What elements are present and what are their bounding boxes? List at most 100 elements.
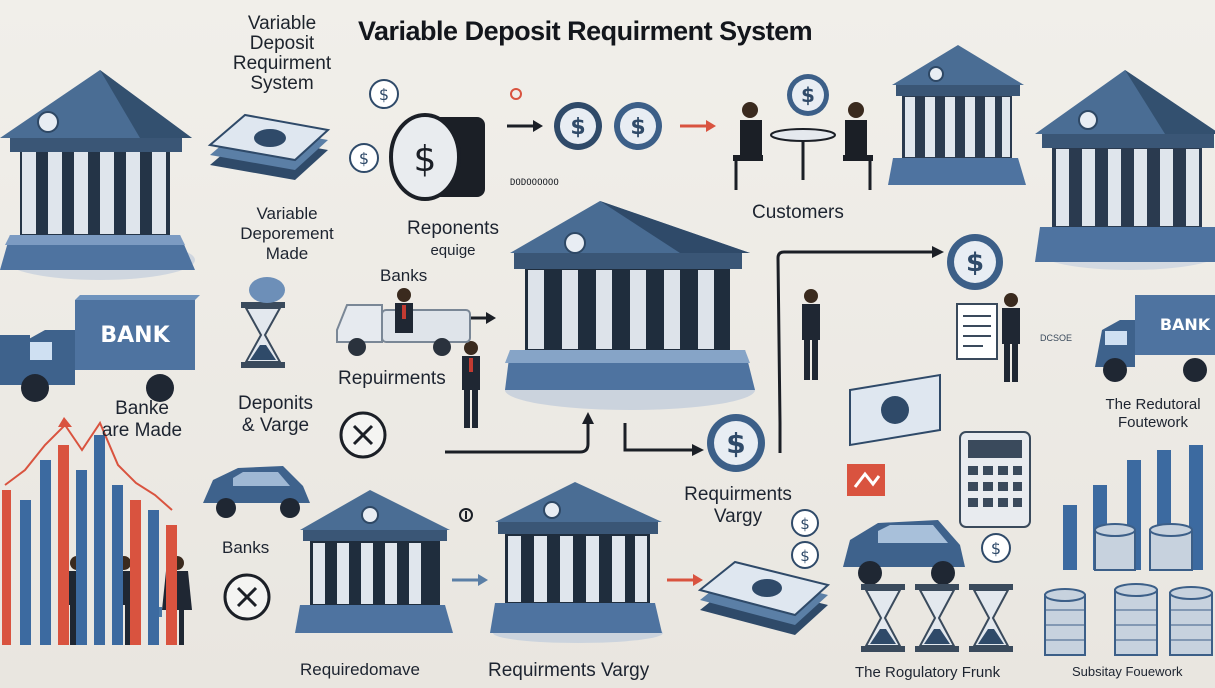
bank-building-icon — [1035, 70, 1215, 270]
person-icon — [1002, 293, 1020, 382]
dollar-coin-icon: $ — [787, 74, 829, 116]
label-banks-low: Banks — [222, 538, 270, 557]
svg-text:$: $ — [726, 427, 745, 460]
vault-cylinder-icon: $ — [389, 113, 485, 201]
person-icon — [802, 289, 820, 380]
label-line: Requirments — [684, 484, 792, 505]
bank-truck-icon: BANK — [1095, 295, 1215, 382]
label-line: Banke — [115, 398, 169, 419]
bag-icon — [249, 277, 285, 303]
side-title-line-3: Requirment — [232, 53, 332, 74]
side-title: Variable Deposit Requirment System — [222, 14, 342, 94]
label-line: Made — [265, 244, 309, 263]
car-icon — [203, 466, 310, 518]
customers-meeting-icon — [733, 102, 873, 190]
money-bill-icon — [849, 373, 941, 447]
dollar-coin-icon: $ — [369, 79, 399, 109]
truck-label: BANK — [100, 323, 170, 348]
arrow-icon — [452, 574, 488, 586]
hourglass-icon — [915, 584, 959, 652]
dollar-coin-icon: $ — [707, 414, 765, 472]
svg-text:$: $ — [991, 539, 1001, 558]
red-tag-icon — [847, 464, 885, 496]
label-regulatory-frunk: The Rogulatory Frunk — [855, 664, 1001, 681]
label-line: are Made — [101, 420, 183, 441]
arrow-icon — [667, 574, 703, 586]
svg-text:$: $ — [570, 115, 585, 140]
car-icon — [843, 520, 965, 585]
arrow-icon — [680, 120, 716, 132]
calculator-icon — [959, 431, 1031, 528]
label-line: equige — [430, 242, 476, 259]
dotted-marker: DODOOOOOO — [510, 178, 559, 188]
dollar-coin-icon: $ — [947, 234, 1003, 290]
label-line: Foutework — [1117, 414, 1189, 431]
svg-text:$: $ — [379, 85, 389, 104]
label-variable-deporement: Variable Deporement Made — [228, 204, 346, 264]
side-title-line-1: Variable — [247, 13, 317, 34]
truck-label: BANK — [1160, 315, 1211, 334]
dollar-coin-icon: $ — [791, 541, 819, 569]
dollar-coin-icon: $ — [554, 102, 602, 150]
label-line: & Varge — [241, 415, 310, 436]
money-stack-icon — [207, 113, 331, 180]
svg-text:$: $ — [414, 139, 437, 180]
label-small-note: DCSOE — [1040, 333, 1073, 343]
label-line: Deporement — [240, 224, 334, 243]
bank-building-icon — [490, 482, 663, 643]
label-reponents: Reponents equige — [393, 218, 513, 262]
svg-text:$: $ — [800, 547, 810, 565]
label-banke-are-made: Banke are Made — [72, 398, 212, 442]
bank-building-icon — [888, 45, 1026, 185]
close-circle-icon — [223, 573, 271, 621]
hourglass-icon — [861, 584, 905, 652]
label-line: Reponents — [407, 218, 499, 239]
hourglass-icon — [241, 302, 285, 368]
label-repuirments: Repuirments — [338, 368, 446, 389]
svg-text:$: $ — [966, 248, 984, 278]
document-icon — [956, 303, 998, 360]
main-title: Variable Deposit Requirment System — [358, 16, 813, 46]
close-circle-icon — [339, 411, 387, 459]
red-dot — [510, 88, 522, 100]
label-requiredomave: Requiredomave — [300, 660, 421, 679]
central-bank-icon — [505, 201, 755, 410]
arrow-icon — [507, 120, 543, 132]
label-requirments-vargy-bottom: Requirments Vargy — [488, 660, 650, 681]
pickup-truck-icon — [336, 288, 471, 356]
side-title-line-4: System — [250, 73, 314, 94]
coin-stack-icon — [1044, 583, 1213, 656]
svg-text:$: $ — [630, 115, 645, 140]
money-stack-icon — [697, 560, 831, 635]
dollar-coin-icon: $ — [614, 102, 662, 150]
svg-text:$: $ — [801, 83, 815, 107]
label-line: Vargy — [713, 506, 763, 527]
svg-text:$: $ — [800, 515, 810, 533]
side-title-line-2: Deposit — [249, 33, 315, 54]
svg-text:$: $ — [359, 149, 369, 168]
bank-truck-icon: BANK — [0, 295, 200, 402]
flow-connector — [445, 412, 594, 454]
person-icon — [462, 341, 480, 428]
label-customers: Customers — [752, 202, 844, 223]
label-requirments-vargy: Requirments Vargy — [664, 484, 812, 528]
bank-building-icon — [295, 490, 453, 633]
pin-marker — [459, 508, 473, 522]
dollar-coin-icon: $ — [791, 509, 819, 537]
hourglass-icon — [969, 584, 1013, 652]
label-subsitay-fouework: Subsitay Fouework — [1072, 664, 1183, 679]
flow-connector — [623, 423, 704, 456]
label-redutoral-foutework: The Redutoral Foutework — [1092, 396, 1214, 432]
dotted-text: DODOOOOOO — [510, 178, 559, 188]
flow-connector — [776, 246, 944, 453]
label-line: Variable — [256, 204, 318, 223]
label-line: Deponits — [238, 393, 313, 414]
label-deponits-varge: Deponits & Varge — [228, 393, 323, 437]
bank-building-icon — [0, 70, 195, 280]
label-banks: Banks — [380, 266, 428, 285]
coin-stack-icon — [1094, 523, 1193, 571]
dollar-coin-icon: $ — [349, 143, 379, 173]
bar-chart-icon — [2, 417, 177, 645]
dollar-coin-icon: $ — [981, 533, 1011, 563]
